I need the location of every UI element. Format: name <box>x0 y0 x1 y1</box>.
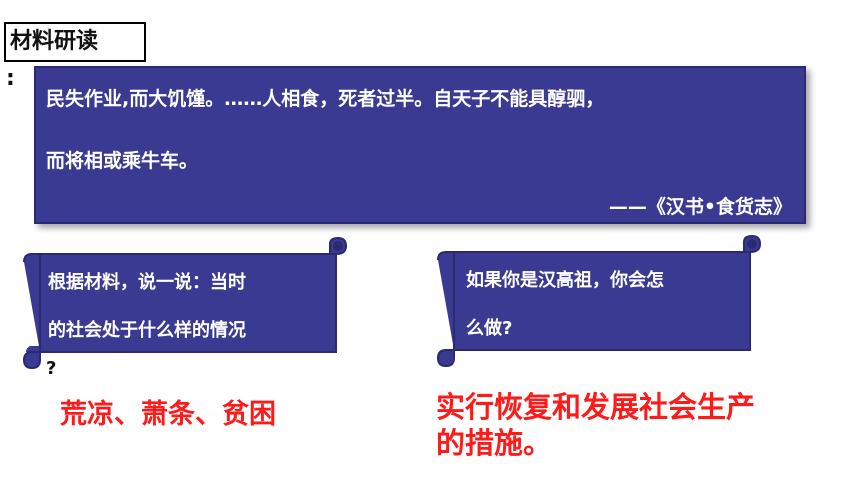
scroll-shape-2 <box>436 234 762 368</box>
question2-line-2: 么做? <box>466 318 513 339</box>
question-scroll-1: 根据材料，说一说：当时 的社会处于什么样的情况 <box>20 236 350 374</box>
page-title: 材料研读 <box>4 22 146 62</box>
question1-line-1: 根据材料，说一说：当时 <box>48 272 246 293</box>
answer-2-line-1: 实行恢复和发展社会生产 <box>436 390 756 424</box>
quote-panel: 民失作业,而大饥馑。……人相食，死者过半。自天子不能具醇驷， 而将相或乘牛车。 … <box>34 66 806 224</box>
scroll-shape-1 <box>22 236 348 370</box>
title-colon: : <box>6 66 15 91</box>
question1-line-2: 的社会处于什么样的情况 <box>48 320 246 341</box>
answer-1: 荒凉、萧条、贫困 <box>60 399 276 430</box>
question2-line-1: 如果你是汉高祖，你会怎 <box>466 270 664 291</box>
quote-line-2: 而将相或乘牛车。 <box>46 150 199 172</box>
answer-2-line-2: 的措施。 <box>436 426 553 460</box>
quote-line-1: 民失作业,而大饥馑。……人相食，死者过半。自天子不能具醇驷， <box>46 88 605 110</box>
question1-trailing-mark: ? <box>46 358 57 379</box>
quote-source: ——《汉书•食货志》 <box>608 196 792 218</box>
question-scroll-2: 如果你是汉高祖，你会怎 么做? <box>434 234 764 372</box>
